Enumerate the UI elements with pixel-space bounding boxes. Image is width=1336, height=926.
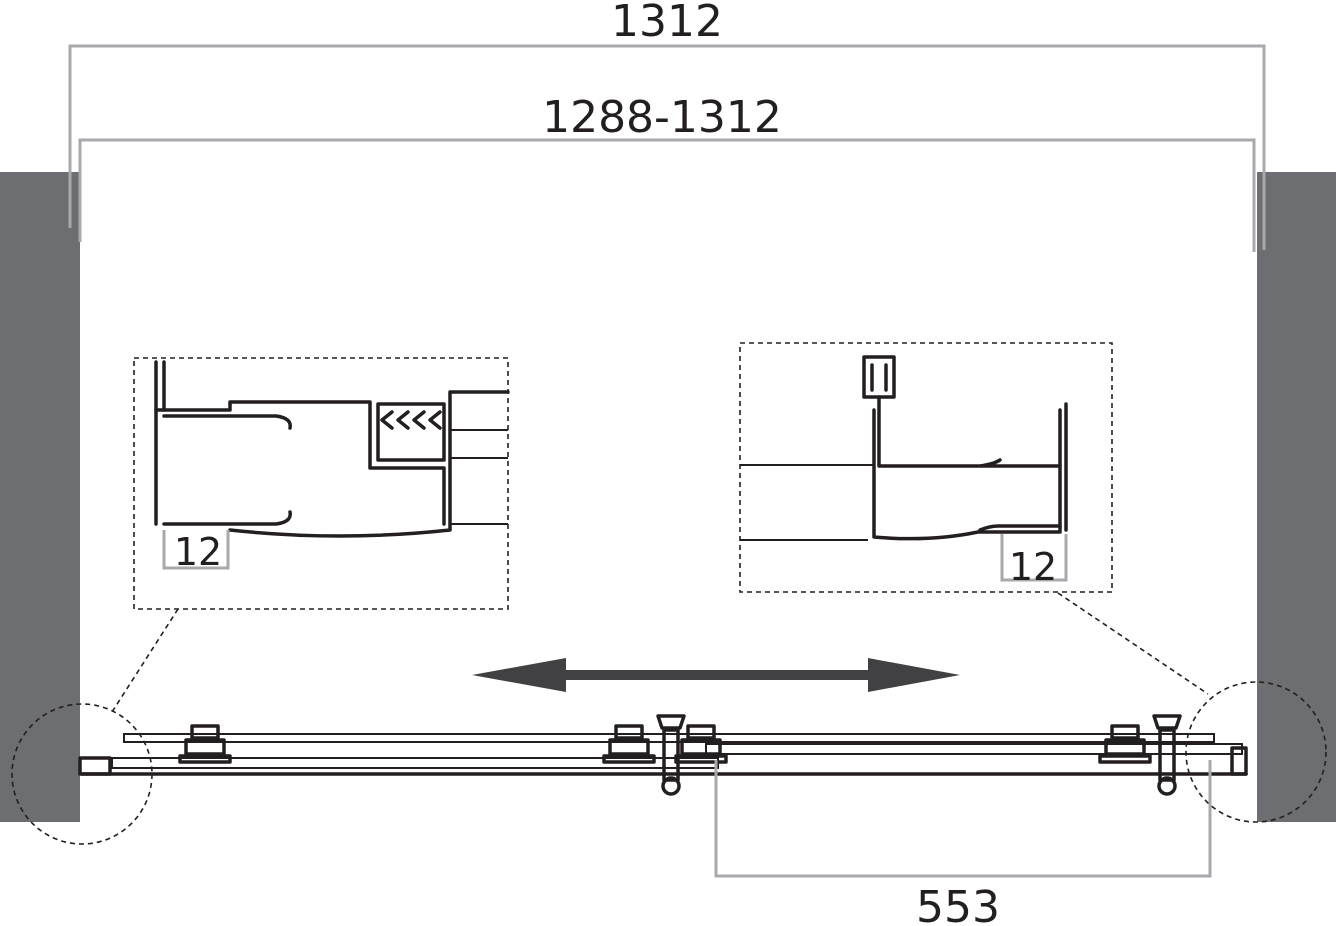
roller-middle xyxy=(602,724,656,764)
roller-right xyxy=(1098,724,1152,764)
overall-width-dimension: 1312 xyxy=(68,0,1266,250)
handle-right xyxy=(1152,714,1182,796)
right-clearance-label: 12 xyxy=(1009,545,1057,589)
handle-center xyxy=(656,714,686,796)
entry-opening-label: 553 xyxy=(916,882,1000,926)
left-leader-line xyxy=(111,608,179,713)
roller-left xyxy=(178,724,232,764)
adjustable-range-dimension: 1288-1312 xyxy=(78,92,1256,252)
adjustable-range-label: 1288-1312 xyxy=(542,92,782,143)
right-leader-line xyxy=(1057,592,1209,695)
left-wall xyxy=(0,172,80,822)
roller-center-right xyxy=(674,724,728,764)
left-detail-box: 12 xyxy=(133,357,510,610)
right-detail-circle xyxy=(1185,681,1327,823)
overall-width-label: 1312 xyxy=(611,0,723,47)
right-detail-box: 12 xyxy=(739,342,1113,593)
sliding-door-assembly xyxy=(78,714,1248,796)
left-clearance-label: 12 xyxy=(174,530,222,574)
entry-opening-dimension: 553 xyxy=(714,760,1212,926)
double-headed-arrow-icon xyxy=(472,658,960,692)
right-wall xyxy=(1257,172,1336,822)
